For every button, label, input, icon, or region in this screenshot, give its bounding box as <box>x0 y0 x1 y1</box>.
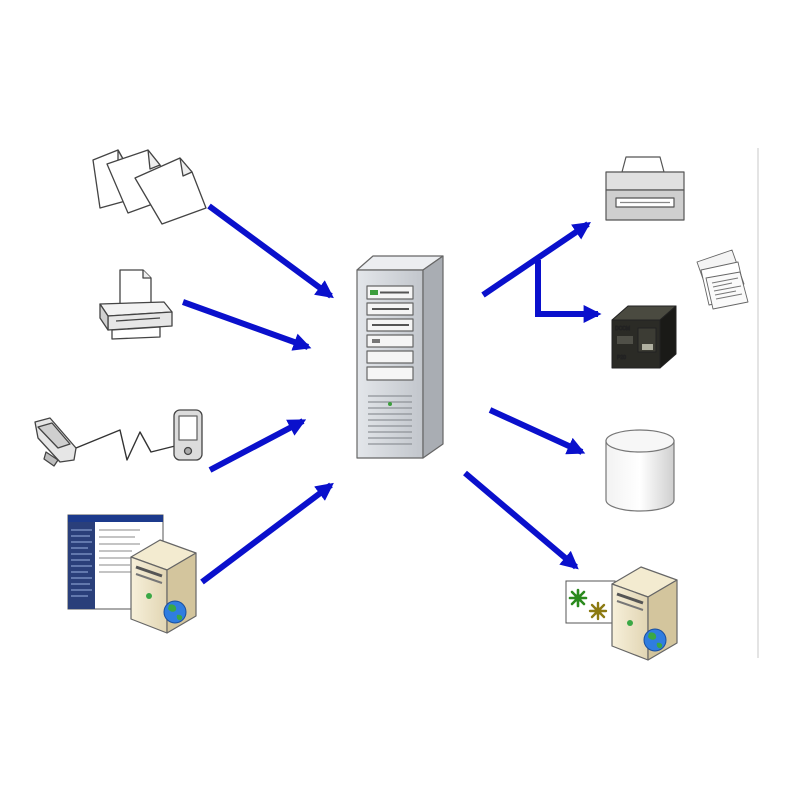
arrow-server-to-printer <box>481 221 591 298</box>
arrow-documents-to-server <box>207 203 334 299</box>
web-server-icon <box>565 566 678 661</box>
arrow-server-to-label-printer <box>535 260 602 323</box>
desktop-app-server-icon <box>67 514 197 634</box>
globe-icon <box>643 628 667 652</box>
documents-icon <box>92 149 207 225</box>
fax-machine-icon <box>99 269 173 340</box>
gear-green-icon <box>568 588 588 608</box>
globe-icon <box>163 600 187 624</box>
tower-server-icon <box>356 255 444 459</box>
printer-icon <box>605 156 685 221</box>
arrow-server-to-database <box>488 407 586 455</box>
arrow-handheld-to-server <box>208 418 307 473</box>
arrows <box>181 203 602 585</box>
gear-olive-icon <box>588 601 608 621</box>
label-printer-bottom-text: P20 <box>617 355 626 361</box>
label-printer-icon: DCCM P20 <box>611 305 677 369</box>
database-cylinder-icon <box>605 429 675 512</box>
printed-pages-icon <box>696 249 749 310</box>
arrow-client-to-server <box>200 482 334 585</box>
label-printer-top-text: DCCM <box>615 326 630 332</box>
arrow-server-to-webserver <box>463 470 579 570</box>
arrow-fax-to-server <box>181 299 312 351</box>
handheld-scanner-pda-icon <box>34 409 203 467</box>
